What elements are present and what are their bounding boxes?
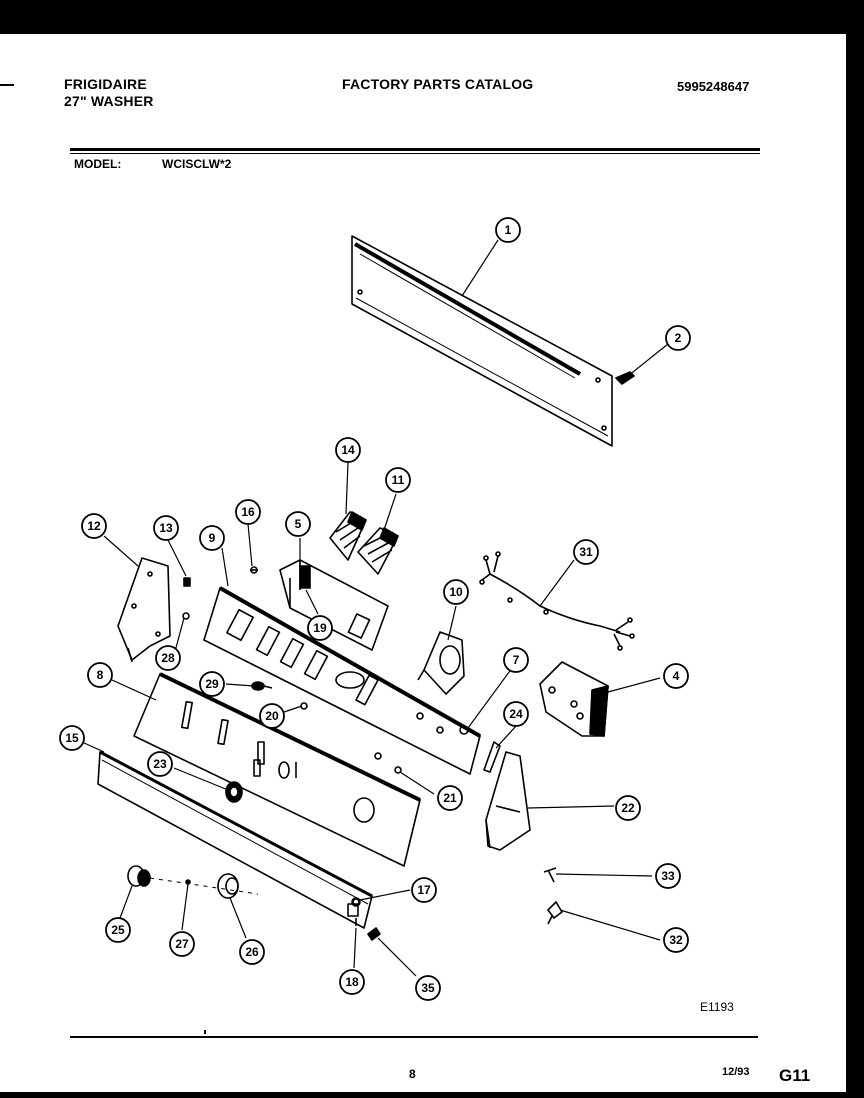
callout-19: 19 [313, 621, 327, 635]
plug-part-29 [251, 681, 273, 691]
callout-7: 7 [513, 653, 520, 667]
pressure-switch-part-4 [539, 661, 609, 737]
callout-22: 22 [621, 801, 635, 815]
callout-18: 18 [345, 975, 359, 989]
callout-23: 23 [153, 757, 167, 771]
clip-part-35 [367, 927, 381, 941]
header-rule-thick [70, 148, 760, 151]
callout-25: 25 [111, 923, 125, 937]
brand-name: FRIGIDAIRE [64, 76, 147, 92]
revision-date: 12/93 [722, 1066, 750, 1078]
callout-24: 24 [509, 707, 523, 721]
page-number: 8 [409, 1067, 416, 1081]
screw-part-7 [459, 725, 469, 735]
callout-26: 26 [245, 945, 259, 959]
screw-part-33 [543, 867, 557, 883]
knob-part-23 [225, 781, 243, 803]
timer-part-5 [279, 559, 389, 651]
callout-5: 5 [295, 517, 302, 531]
callout-9: 9 [209, 531, 216, 545]
callout-14: 14 [341, 443, 355, 457]
section-code: G11 [779, 1066, 811, 1085]
connector-part-14 [329, 511, 367, 561]
callout-21: 21 [443, 791, 457, 805]
callout-27: 27 [175, 937, 189, 951]
catalog-part-number: 5995248647 [677, 79, 750, 94]
callout-labels: 1 2 4 5 7 8 9 10 11 12 13 14 15 16 17 18… [65, 223, 683, 995]
cap-part-25 [127, 865, 151, 887]
screw-part-17 [351, 897, 361, 907]
header-rule-thin [70, 153, 760, 154]
callout-15: 15 [65, 731, 79, 745]
scan-border-right [846, 0, 864, 1098]
base-strip-part-15 [97, 750, 373, 929]
callout-28: 28 [161, 651, 175, 665]
callout-32: 32 [669, 933, 683, 947]
callout-20: 20 [265, 709, 279, 723]
bracket-part-24 [483, 741, 501, 773]
callout-12: 12 [87, 519, 101, 533]
callout-8: 8 [97, 668, 104, 682]
model-label: MODEL: [74, 157, 122, 171]
catalog-title: FACTORY PARTS CATALOG [342, 76, 534, 92]
callout-13: 13 [159, 521, 173, 535]
callout-1: 1 [505, 223, 512, 237]
wire-harness-part-31 [479, 551, 635, 651]
callout-29: 29 [205, 677, 219, 691]
callout-2: 2 [675, 331, 682, 345]
callout-33: 33 [661, 869, 675, 883]
leader-lines [81, 239, 669, 977]
callout-11: 11 [392, 473, 405, 487]
screw-part-16 [250, 566, 258, 574]
callout-35: 35 [421, 981, 435, 995]
knob-part-26 [217, 873, 239, 899]
model-value: WCISCLW*2 [162, 157, 232, 171]
screw-part-21b [394, 766, 402, 774]
diagram-code: E1193 [700, 1000, 734, 1014]
control-panel-part-9 [203, 586, 481, 775]
scan-border-top [0, 0, 864, 34]
left-tick-mark [0, 84, 14, 86]
bracket-part-22 [485, 751, 531, 851]
switch-part-10 [417, 631, 465, 695]
console-panel-part-8 [133, 672, 421, 867]
screw-part-28-top [182, 612, 190, 620]
connector-part-11 [357, 527, 399, 575]
bracket-part-12 [117, 557, 171, 663]
product-name: 27" WASHER [64, 93, 154, 109]
callout-31: 31 [579, 545, 593, 559]
clip-part-13 [183, 577, 191, 587]
rear-panel-part [351, 235, 613, 447]
footer-tick [204, 1030, 206, 1034]
clip-part-32 [547, 901, 563, 925]
callout-10: 10 [449, 585, 463, 599]
callout-16: 16 [241, 505, 255, 519]
callout-4: 4 [673, 669, 680, 683]
scan-border-bottom [0, 1092, 864, 1098]
callout-17: 17 [417, 883, 431, 897]
callout-circles [59, 217, 691, 1001]
screw-part-21a [374, 752, 382, 760]
footer-rule [70, 1036, 758, 1038]
